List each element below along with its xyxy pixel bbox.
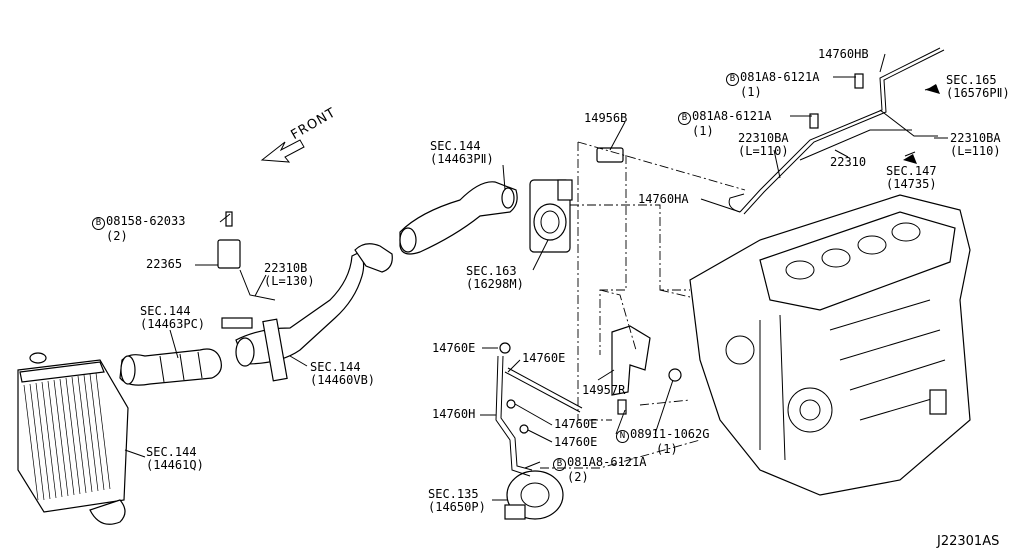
intake-tube-14460vb bbox=[221, 243, 393, 382]
label-14760ha: 14760HA bbox=[638, 192, 689, 206]
label-sec144-pc: SEC.144 (14463PC) bbox=[140, 304, 206, 331]
label-sec165: SEC.165 (16576PⅡ) bbox=[946, 73, 1010, 100]
b-marker-icon: B bbox=[553, 458, 566, 471]
b-marker-icon: B bbox=[726, 73, 739, 86]
label-14760e-b: 14760E bbox=[522, 351, 566, 365]
label-22310ba-left: 22310BA (L=110) bbox=[738, 131, 789, 158]
b-marker-icon: B bbox=[92, 217, 105, 230]
front-arrow-icon bbox=[260, 139, 305, 163]
label-14760hb: 14760HB bbox=[818, 47, 869, 61]
section-arrow-icons bbox=[903, 84, 940, 164]
bolts-top bbox=[617, 73, 864, 415]
vacuum-hoses bbox=[495, 342, 583, 477]
label-14760e-d: 14760E bbox=[554, 435, 598, 449]
engine-block bbox=[689, 194, 971, 496]
leader-lines bbox=[124, 53, 948, 501]
diagram-code: J22301AS bbox=[937, 534, 1000, 549]
sensor-14956b bbox=[596, 147, 624, 163]
label-22310b: 22310B (L=130) bbox=[264, 261, 315, 288]
label-sec144-q: SEC.144 (14461Q) bbox=[146, 445, 204, 472]
bracket-14957r bbox=[611, 325, 651, 396]
label-14760e-a: 14760E bbox=[432, 341, 476, 355]
intercooler-part bbox=[17, 352, 129, 525]
label-14760e-c: 14760E bbox=[554, 417, 598, 431]
throttle-body-part bbox=[529, 179, 573, 253]
label-22310: 22310 bbox=[830, 155, 867, 169]
upper-hose-14463p2 bbox=[399, 181, 518, 255]
b-marker-icon: B bbox=[678, 112, 691, 125]
label-14956b: 14956B bbox=[584, 111, 628, 125]
label-22365: 22365 bbox=[146, 257, 183, 271]
n-marker-icon: N bbox=[616, 430, 629, 443]
intake-hose-14463pc bbox=[119, 348, 222, 386]
label-14957r: 14957R bbox=[582, 383, 626, 397]
pcv-hoses bbox=[728, 47, 945, 215]
label-14760h: 14760H bbox=[432, 407, 476, 421]
label-22310ba-right: 22310BA (L=110) bbox=[950, 131, 1001, 158]
label-sec144-top: SEC.144 (14463PⅡ) bbox=[430, 139, 494, 166]
sensor-22365 bbox=[217, 211, 276, 301]
label-sec163: SEC.163 (16298M) bbox=[466, 264, 524, 291]
label-sec147: SEC.147 (14735) bbox=[886, 164, 937, 191]
label-sec135: SEC.135 (14650P) bbox=[428, 487, 486, 514]
label-sec144-vb: SEC.144 (14460VB) bbox=[310, 360, 376, 387]
vacuum-pump-part bbox=[504, 470, 564, 520]
